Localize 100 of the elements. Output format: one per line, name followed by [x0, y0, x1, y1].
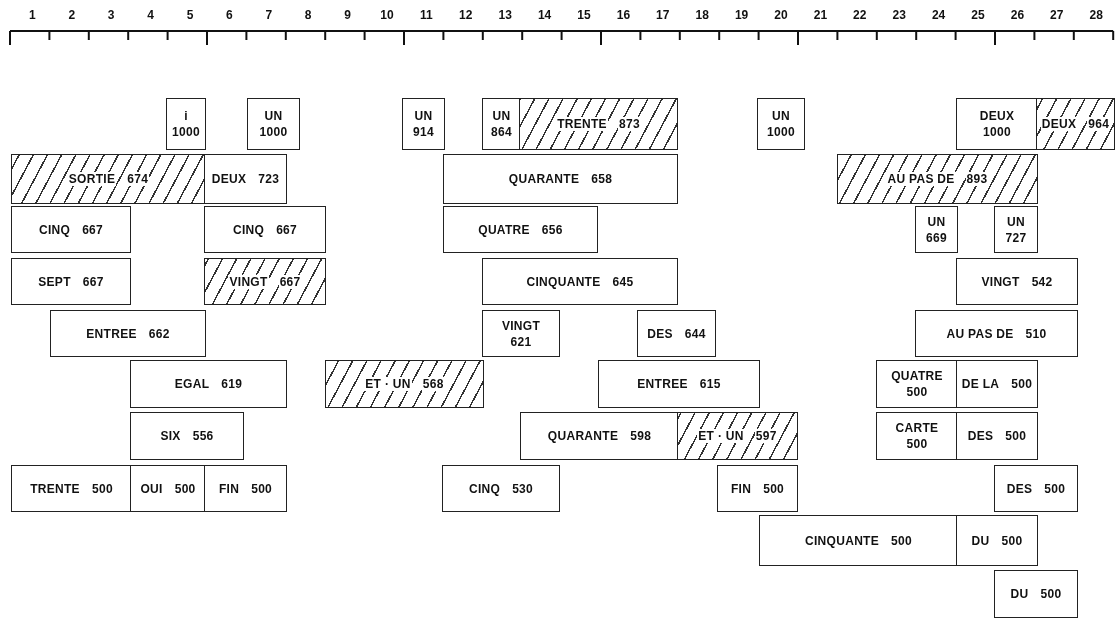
- score-label: 964: [1087, 117, 1111, 131]
- score-label: 662: [147, 326, 171, 341]
- word-box: [443, 206, 598, 253]
- word-box: [520, 412, 679, 460]
- score-label: 542: [1030, 274, 1054, 289]
- scale-number: 27: [1050, 8, 1064, 22]
- scale-number: 17: [656, 8, 670, 22]
- word-label: CINQUANTE: [525, 274, 602, 289]
- word-label: AU PAS DE: [886, 172, 956, 186]
- word-label: DU: [1009, 587, 1030, 601]
- score-label: 500: [1010, 377, 1034, 391]
- word-label: CINQ: [231, 222, 266, 237]
- word-label: ENTREE: [636, 377, 689, 391]
- word-label: AU PAS DE: [945, 326, 1015, 341]
- scale-number: 11: [420, 8, 433, 22]
- word-label: DEUX: [978, 109, 1016, 123]
- word-box: [204, 206, 326, 253]
- word-box: [402, 98, 445, 150]
- score-label: 500: [1039, 587, 1063, 601]
- scale-number: 26: [1010, 8, 1025, 22]
- scale-number: 4: [147, 8, 154, 22]
- scale-number: 12: [459, 8, 473, 22]
- word-box: [994, 206, 1038, 253]
- scale-number: 23: [892, 8, 906, 22]
- word-label: CARTE: [894, 421, 940, 435]
- scale-number: 16: [616, 8, 631, 22]
- word-label: FIN: [217, 481, 241, 496]
- score-label: 1000: [766, 125, 796, 139]
- score-label: 658: [590, 172, 614, 186]
- word-box: [637, 310, 716, 357]
- hatched-word-box: [519, 98, 678, 150]
- word-label: CINQUANTE: [804, 533, 881, 548]
- scale-number: 28: [1089, 8, 1103, 22]
- word-label: UN: [491, 109, 512, 123]
- word-box: [994, 465, 1078, 512]
- word-box: [50, 310, 206, 357]
- word-label: DEUX: [210, 172, 248, 186]
- word-box: [956, 515, 1038, 566]
- score-label: 667: [81, 274, 105, 289]
- score-label: 556: [191, 429, 215, 443]
- score-label: 873: [617, 117, 641, 131]
- word-label: OUI: [139, 481, 164, 496]
- word-box: [204, 465, 287, 512]
- scale-number: 1: [29, 8, 36, 22]
- score-label: 568: [421, 377, 445, 391]
- word-box: [11, 206, 131, 253]
- scale-number: 9: [344, 8, 351, 22]
- score-label: 669: [925, 230, 948, 245]
- score-label: 674: [126, 172, 150, 186]
- score-label: 500: [762, 481, 786, 496]
- word-label: VINGT: [980, 274, 1021, 289]
- word-box: [915, 310, 1078, 357]
- word-box: [956, 412, 1038, 460]
- hatched-word-box: [677, 412, 798, 460]
- score-label: 667: [275, 222, 299, 237]
- word-label: SIX: [159, 429, 182, 443]
- scale-number: 3: [107, 8, 115, 22]
- scale-number: 22: [853, 8, 867, 22]
- hatched-word-box: [837, 154, 1038, 204]
- scale-number: 5: [186, 8, 194, 22]
- word-box: [956, 258, 1078, 305]
- word-label: VINGT: [228, 274, 269, 289]
- score-label: 914: [412, 125, 435, 139]
- word-label: TRENTE: [556, 117, 608, 131]
- word-label: QUARANTE: [507, 172, 581, 186]
- hatched-word-box: [325, 360, 484, 408]
- word-label: UN: [263, 109, 284, 123]
- scale-number: 14: [537, 8, 552, 22]
- scale-number: 18: [695, 8, 709, 22]
- score-label: 500: [905, 437, 929, 451]
- score-label: 1000: [982, 125, 1012, 139]
- hatched-word-box: [11, 154, 206, 204]
- scale-number: 8: [304, 8, 312, 22]
- score-label: 864: [490, 125, 513, 139]
- word-label: ET · UN: [364, 377, 412, 391]
- word-label: UN: [413, 109, 434, 123]
- word-box: [482, 258, 678, 305]
- word-box: [11, 258, 131, 305]
- score-label: 727: [1004, 230, 1028, 245]
- word-box: [247, 98, 300, 150]
- word-label: DE LA: [960, 377, 1001, 391]
- score-label: 500: [90, 481, 114, 496]
- word-label: DEUX: [1040, 117, 1078, 131]
- word-label: EGAL: [173, 377, 211, 391]
- score-label: 1000: [171, 125, 201, 139]
- score-label: 510: [1024, 326, 1048, 341]
- word-box: [915, 206, 958, 253]
- word-box: [130, 360, 287, 408]
- word-label: DES: [646, 326, 674, 341]
- word-label: DU: [970, 533, 991, 548]
- word-box: [876, 360, 958, 408]
- scale-number: 2: [68, 8, 76, 22]
- word-box: [956, 360, 1038, 408]
- scale-number: 10: [380, 8, 394, 22]
- score-label: 500: [173, 481, 197, 496]
- scale-number: 24: [931, 8, 946, 22]
- hatched-word-box: [1036, 98, 1115, 150]
- word-label: ET · UN: [697, 429, 745, 443]
- word-label: VINGT: [500, 318, 542, 333]
- score-label: 667: [278, 274, 302, 289]
